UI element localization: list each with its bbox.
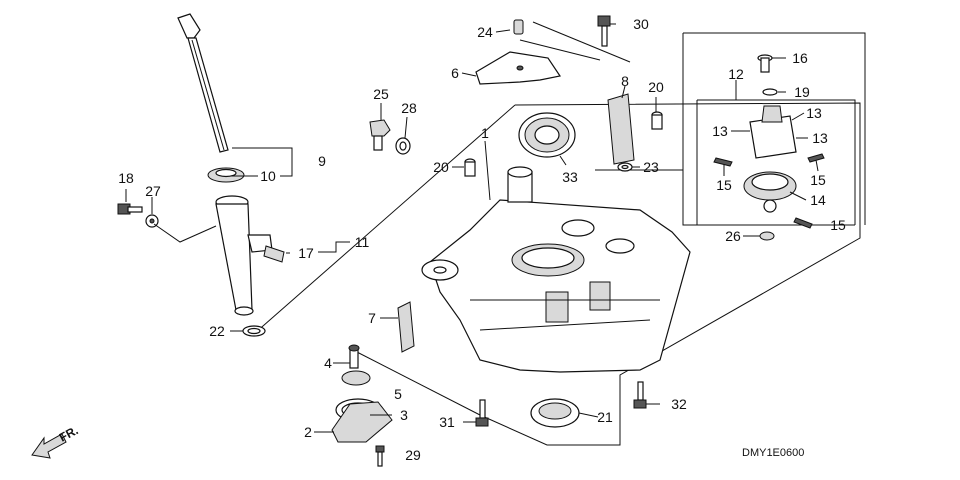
callout-26: 26 <box>725 228 741 244</box>
governor-gear <box>743 171 797 213</box>
governor-pin <box>713 157 733 167</box>
callout-22: 22 <box>209 323 225 339</box>
callout-16: 16 <box>792 50 808 66</box>
callout-20-left: 20 <box>433 159 449 175</box>
callout-14: 14 <box>810 192 826 208</box>
oil-dipstick <box>177 13 229 153</box>
dowel-pin <box>651 111 663 130</box>
callout-4: 4 <box>324 355 332 371</box>
callout-13-top: 13 <box>806 105 822 121</box>
filler-tube-o-ring <box>242 325 266 337</box>
callout-2: 2 <box>304 424 312 440</box>
breather-reed <box>607 93 635 165</box>
callout-30: 30 <box>633 16 649 32</box>
callout-15-right: 15 <box>810 172 826 188</box>
callout-17: 17 <box>298 245 314 261</box>
callout-28: 28 <box>401 100 417 116</box>
bolt-32 <box>633 381 647 409</box>
callout-labels: 1 2 3 4 5 6 7 8 9 10 11 12 13 13 13 14 1… <box>118 16 846 463</box>
callout-11: 11 <box>355 234 370 250</box>
callout-7: 7 <box>368 310 376 326</box>
cover-plate <box>475 51 561 85</box>
callout-27: 27 <box>145 183 161 199</box>
front-direction-arrow-icon <box>31 433 67 459</box>
assembly-frame-lines <box>254 21 866 446</box>
callout-33: 33 <box>562 169 578 185</box>
callout-6: 6 <box>451 65 459 81</box>
governor-pin <box>807 153 825 163</box>
callout-9: 9 <box>318 153 326 169</box>
callout-21: 21 <box>597 409 613 425</box>
pin-16 <box>757 54 773 73</box>
dipstick-o-ring <box>207 167 245 183</box>
governor-holder <box>749 105 797 159</box>
callout-1: 1 <box>481 125 489 141</box>
callout-20-right: 20 <box>648 79 664 95</box>
drain-plug <box>369 119 391 151</box>
diagram-reference-code: DMY1E0600 <box>742 447 804 459</box>
callout-19: 19 <box>794 84 810 100</box>
drain-plug-washer <box>395 137 411 155</box>
callout-10: 10 <box>260 168 276 184</box>
washer-26 <box>759 231 775 241</box>
callout-29: 29 <box>405 447 421 463</box>
cover-2 <box>331 401 393 443</box>
spacer-24 <box>513 19 524 35</box>
callout-32: 32 <box>671 396 687 412</box>
plain-washer <box>145 214 159 228</box>
callout-25: 25 <box>373 86 389 102</box>
callout-31: 31 <box>439 414 455 430</box>
callout-12: 12 <box>728 66 744 82</box>
tube-grommet <box>263 245 285 263</box>
callout-15-bottom: 15 <box>830 217 846 233</box>
rotor-5 <box>341 370 371 386</box>
washer-23 <box>617 162 633 172</box>
callout-8: 8 <box>621 73 629 89</box>
flange-bolt <box>117 203 143 215</box>
leader-lines <box>125 23 822 433</box>
filter-screen <box>397 301 415 353</box>
washer-19 <box>762 88 778 96</box>
shaft-4 <box>348 344 360 369</box>
bolt-31 <box>475 399 489 427</box>
callout-18: 18 <box>118 170 134 186</box>
callout-15-left: 15 <box>716 177 732 193</box>
ball-bearing <box>518 112 576 158</box>
callout-13-right: 13 <box>812 130 828 146</box>
bolt-30 <box>597 15 611 47</box>
callout-5: 5 <box>394 386 402 402</box>
callout-24: 24 <box>477 24 493 40</box>
oil-seal <box>530 398 580 428</box>
callout-3: 3 <box>400 407 408 423</box>
bolt-29 <box>375 445 385 467</box>
callout-23: 23 <box>643 159 659 175</box>
callout-13-left: 13 <box>712 123 728 139</box>
dowel-pin <box>464 158 476 177</box>
crankcase <box>421 166 691 373</box>
governor-pin <box>793 217 813 229</box>
